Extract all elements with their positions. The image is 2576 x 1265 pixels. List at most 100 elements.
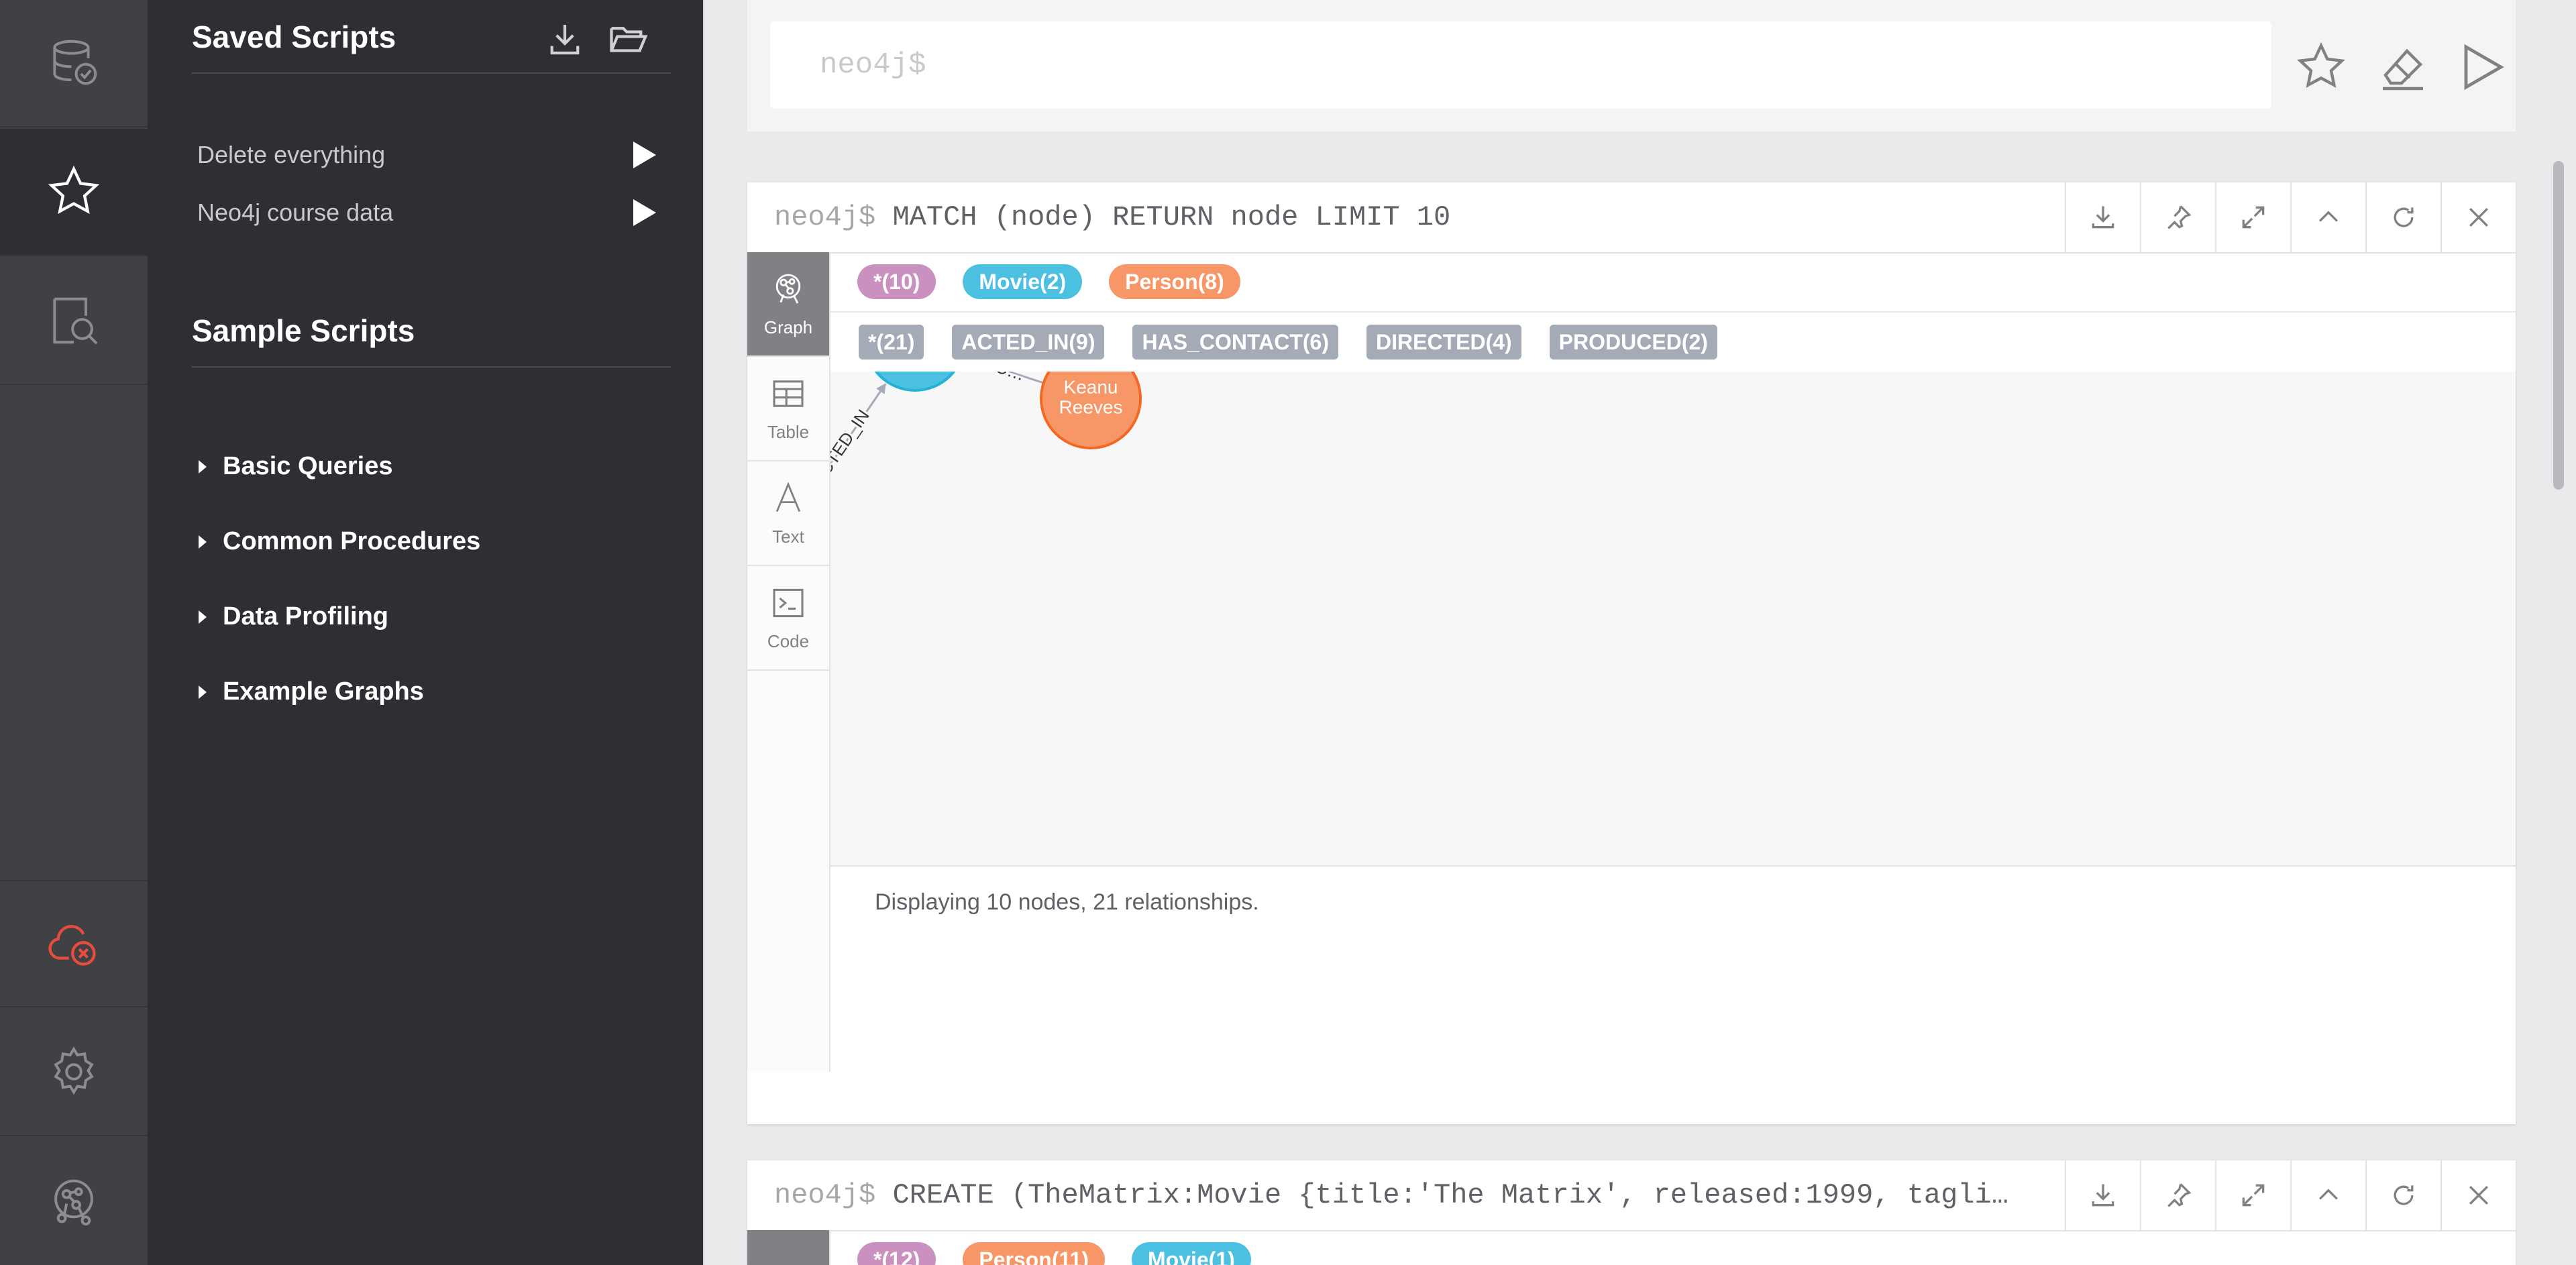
run-query-button[interactable] xyxy=(2455,40,2509,94)
rel-type-all[interactable]: *(21) xyxy=(859,325,924,360)
sample-folder-example-graphs[interactable]: Example Graphs xyxy=(199,677,424,706)
chevron-up-icon xyxy=(2318,211,2339,222)
node-label-all[interactable]: *(12) xyxy=(857,1242,936,1265)
sample-folder-data-profiling[interactable]: Data Profiling xyxy=(199,602,388,631)
saved-script-label: Delete everything xyxy=(197,141,386,168)
saved-scripts-title: Saved Scripts xyxy=(192,19,396,54)
about-button[interactable] xyxy=(0,1138,148,1265)
database-info-button[interactable] xyxy=(0,0,148,127)
sample-folder-basic-queries[interactable]: Basic Queries xyxy=(199,452,392,481)
eraser-icon[interactable] xyxy=(2375,40,2428,94)
sidebar-rail xyxy=(0,0,148,1265)
close-icon xyxy=(2469,1185,2489,1205)
rel-type-directed[interactable]: DIRECTED(4) xyxy=(1366,325,1521,360)
export-button[interactable] xyxy=(2065,182,2140,252)
relationship-edge[interactable] xyxy=(830,372,863,379)
tab-graph[interactable] xyxy=(747,1230,829,1265)
pin-button[interactable] xyxy=(2140,182,2215,252)
pin-icon xyxy=(2167,1183,2192,1207)
sample-scripts-title: Sample Scripts xyxy=(192,313,415,348)
divider xyxy=(192,366,671,368)
document-search-icon xyxy=(53,297,98,345)
database-check-icon xyxy=(53,40,97,85)
graph-icon xyxy=(775,274,801,304)
editor-prompt: neo4j$ xyxy=(820,48,926,82)
rel-type-has-contact[interactable]: HAS_CONTACT(6) xyxy=(1132,325,1338,360)
close-frame-button[interactable] xyxy=(2440,182,2516,252)
rerun-button[interactable] xyxy=(2365,182,2440,252)
relationship-edge[interactable] xyxy=(965,372,1044,384)
rerun-button[interactable] xyxy=(2365,1160,2440,1230)
close-frame-button[interactable] xyxy=(2440,1160,2516,1230)
download-icon xyxy=(2092,1184,2114,1207)
download-icon[interactable] xyxy=(546,20,584,58)
export-button[interactable] xyxy=(2065,1160,2140,1230)
fullscreen-button[interactable] xyxy=(2215,1160,2290,1230)
tab-table[interactable]: Table xyxy=(747,357,829,461)
documents-button[interactable] xyxy=(0,258,148,385)
fullscreen-button[interactable] xyxy=(2215,182,2290,252)
result-frame: neo4j$ MATCH (node) RETURN node LIMIT 10 xyxy=(747,182,2516,1124)
graph-node-matrix[interactable] xyxy=(865,372,965,392)
node-label-person[interactable]: Person(8) xyxy=(1109,264,1240,299)
collapse-button[interactable] xyxy=(2290,182,2365,252)
expand-icon xyxy=(2242,1184,2265,1207)
main-scrollbar[interactable] xyxy=(2553,161,2564,490)
result-frame: neo4j$ CREATE (TheMatrix:Movie {title:'T… xyxy=(747,1160,2516,1265)
refresh-icon xyxy=(2394,207,2414,227)
frame-query[interactable]: neo4j$ CREATE (TheMatrix:Movie {title:'T… xyxy=(774,1179,2008,1211)
tab-label: Text xyxy=(772,526,804,547)
frame-status-bar: Displaying 10 nodes, 21 relationships. xyxy=(830,865,2516,938)
favorites-button[interactable] xyxy=(0,129,148,256)
terminal-icon xyxy=(773,588,804,617)
saved-script-item[interactable]: Neo4j course data xyxy=(197,189,667,236)
view-tabs xyxy=(747,1230,830,1265)
collapse-button[interactable] xyxy=(2290,1160,2365,1230)
node-label-all[interactable]: *(10) xyxy=(857,264,936,299)
relationship-edge[interactable] xyxy=(830,383,887,512)
frame-header: neo4j$ MATCH (node) RETURN node LIMIT 10 xyxy=(747,182,2516,254)
sample-folder-label: Example Graphs xyxy=(223,677,424,706)
relationship-label: AC… xyxy=(981,372,1027,385)
graph-canvas[interactable]: DIRE…DIRECTEDH…CONTACTDIRECTEDINHAS…PRO…… xyxy=(830,372,2516,865)
query-editor-input[interactable]: neo4j$ xyxy=(770,21,2271,109)
caret-right-icon xyxy=(199,459,207,474)
frame-query-text: CREATE (TheMatrix:Movie {title:'The Matr… xyxy=(892,1179,2008,1211)
run-script-icon[interactable] xyxy=(633,199,656,226)
favorites-drawer: Saved Scripts Delete everything Neo4j co… xyxy=(148,0,703,1265)
pin-icon xyxy=(2167,205,2192,229)
tab-code[interactable]: Code xyxy=(747,566,829,671)
saved-script-label: Neo4j course data xyxy=(197,199,394,226)
text-icon xyxy=(775,481,801,512)
star-icon xyxy=(48,165,100,215)
caret-right-icon xyxy=(199,535,207,549)
frame-query[interactable]: neo4j$ MATCH (node) RETURN node LIMIT 10 xyxy=(774,201,1450,233)
node-label-legend: *(12) Person(11) Movie(1) xyxy=(830,1230,2516,1265)
graph-visualization[interactable]: DIRE…DIRECTEDH…CONTACTDIRECTEDINHAS…PRO…… xyxy=(830,372,2516,865)
node-label-person[interactable]: Person(11) xyxy=(963,1242,1105,1265)
rel-type-produced[interactable]: PRODUCED(2) xyxy=(1549,325,1717,360)
relationship-label: ACTED_IN xyxy=(830,406,873,488)
relationship-type-legend: *(21) ACTED_IN(9) HAS_CONTACT(6) DIRECTE… xyxy=(830,313,2516,373)
graph-node-keanu[interactable] xyxy=(1040,372,1142,449)
run-script-icon[interactable] xyxy=(633,142,656,168)
sample-folder-label: Basic Queries xyxy=(223,452,393,480)
tab-text[interactable]: Text xyxy=(747,461,829,566)
table-icon xyxy=(773,380,804,407)
connection-status-button[interactable] xyxy=(0,880,148,1007)
settings-button[interactable] xyxy=(0,1009,148,1136)
pin-button[interactable] xyxy=(2140,1160,2215,1230)
folder-open-icon[interactable] xyxy=(608,20,648,58)
rel-type-acted-in[interactable]: ACTED_IN(9) xyxy=(952,325,1105,360)
frame-header: neo4j$ CREATE (TheMatrix:Movie {title:'T… xyxy=(747,1160,2516,1231)
sample-folder-common-procedures[interactable]: Common Procedures xyxy=(199,527,480,556)
node-label-movie[interactable]: Movie(1) xyxy=(1131,1242,1251,1265)
tab-graph[interactable]: Graph xyxy=(747,252,829,357)
node-label-legend: *(10) Movie(2) Person(8) xyxy=(830,252,2516,313)
saved-script-item[interactable]: Delete everything xyxy=(197,131,667,178)
graph-node-label: Keanu xyxy=(1064,376,1118,397)
refresh-icon xyxy=(2394,1185,2414,1205)
download-icon xyxy=(2092,206,2114,229)
favorite-query-button[interactable] xyxy=(2294,40,2348,94)
node-label-movie[interactable]: Movie(2) xyxy=(963,264,1083,299)
